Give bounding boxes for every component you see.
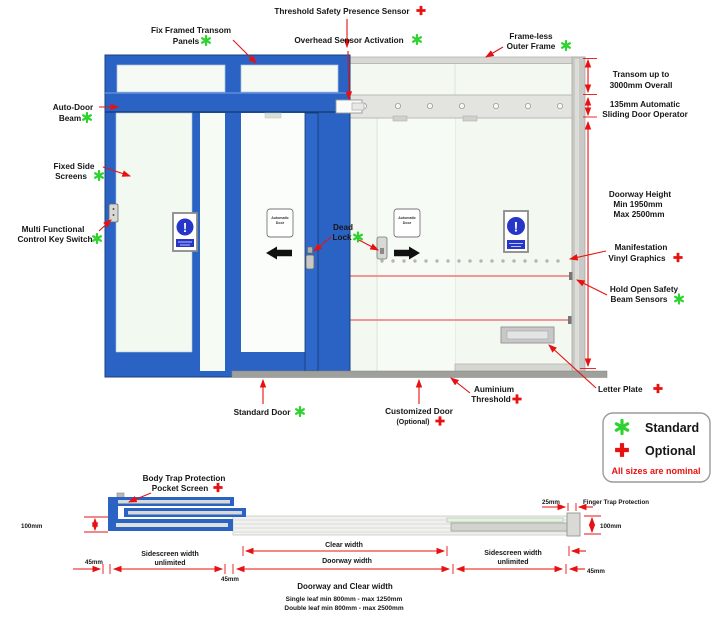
- plan-view: 100mm 100mm 25mm Finger Trap Protection …: [21, 474, 649, 612]
- label-customized-door-1: Customized Door: [385, 407, 454, 416]
- label-auto-beam-1: Auto-Door: [53, 103, 94, 112]
- label-hold-open-2: Beam Sensors: [611, 295, 668, 304]
- legend-standard-label: Standard: [645, 421, 699, 435]
- sign-text: Automatic: [398, 216, 416, 220]
- pocket-glass: [200, 113, 225, 371]
- legend-box: Standard Optional All sizes are nominal: [602, 412, 711, 483]
- label-doorway-height-1: Doorway Height: [609, 190, 672, 199]
- plan-dim-doorway-width: 45mm Sidescreen width unlimited 45mm Doo…: [73, 550, 605, 583]
- label-manifestation-2: Vinyl Graphics: [608, 254, 666, 263]
- elevation-labels: Threshold Safety Presence Sensor Overhea…: [17, 4, 689, 428]
- label-fix-framed-1: Fix Framed Transom: [151, 26, 231, 35]
- automatic-door-sign-left: Automatic Door: [266, 208, 294, 238]
- dim-100-left: 100mm: [21, 523, 43, 530]
- label-transom-1: Transom up to: [613, 70, 669, 79]
- label-standard-door: Standard Door: [234, 408, 292, 417]
- label-operator-1: 135mm Automatic: [610, 100, 681, 109]
- exclamation-icon: !: [183, 220, 187, 235]
- doorway-width-label: Doorway width: [322, 558, 372, 565]
- dim-45-left: 45mm: [85, 559, 103, 566]
- label-hold-open-1: Hold Open Safety: [610, 285, 679, 294]
- label-doorway-height-2: Min 1950mm: [613, 200, 662, 209]
- label-threshold-2: Threshold: [471, 395, 511, 404]
- label-letter-plate: Letter Plate: [598, 385, 643, 394]
- label-key-switch-2: Control Key Switch: [17, 235, 92, 244]
- finger-trap-label: Finger Trap Protection: [583, 499, 649, 506]
- exclamation-icon: !: [514, 219, 519, 235]
- sign-text: Automatic: [271, 216, 289, 220]
- slide-direction-arrow-right: [394, 246, 420, 260]
- beam-sensor-upper: [569, 272, 573, 280]
- label-fix-framed-2: Panels: [173, 37, 200, 46]
- outer-frame-top: [349, 56, 586, 64]
- label-overhead-sensor: Overhead Sensor Activation: [294, 36, 403, 45]
- transom-panel-right: [240, 64, 339, 93]
- plan-pocket-screen: [108, 492, 246, 531]
- door-operator-band: [349, 94, 573, 122]
- legend-optional-label: Optional: [645, 444, 696, 458]
- label-frameless-1: Frame-less: [509, 32, 553, 41]
- legend-plus-icon: [615, 443, 629, 457]
- dim-100-right: 100mm: [600, 523, 622, 530]
- annotation-arrows: [98, 19, 608, 404]
- sidescreen-left-2: unlimited: [154, 560, 185, 567]
- dim-45-center: 45mm: [221, 576, 239, 583]
- double-leaf-note: Double leaf min 800mm - max 2500mm: [284, 605, 403, 612]
- door-hanger-tab: [264, 112, 282, 119]
- letter-plate: [500, 326, 555, 344]
- label-threshold-sensor: Threshold Safety Presence Sensor: [274, 7, 410, 16]
- customized-door-leaf: [378, 118, 455, 371]
- sidescreen-left-1: Sidescreen width: [141, 551, 199, 558]
- legend-note: All sizes are nominal: [611, 466, 700, 476]
- label-manifestation-1: Manifestation: [615, 243, 668, 252]
- standard-door-stile: [304, 112, 319, 372]
- automatic-door-sign-right: Automatic Door: [393, 208, 421, 238]
- dim-45-right: 45mm: [587, 568, 605, 575]
- plan-dim-clear-width: Clear width: [242, 542, 586, 556]
- frameless-unit: [237, 56, 586, 373]
- single-leaf-note: Single leaf min 800mm - max 1250mm: [286, 596, 403, 603]
- safety-sign-right: !: [503, 210, 529, 253]
- plan-right-glass: [446, 517, 564, 523]
- safety-sign-left: !: [172, 212, 198, 252]
- sign-text: Door: [403, 221, 412, 225]
- key-switch: [108, 203, 119, 223]
- body-trap-label-2: Pocket Screen: [152, 484, 208, 493]
- plan-right-leaf: [450, 522, 572, 532]
- sidescreen-right-2: unlimited: [497, 559, 528, 566]
- dead-lock-left: [305, 246, 315, 270]
- plan-dim-100-right: 100mm: [584, 515, 622, 535]
- aluminium-threshold-bar: [231, 370, 608, 378]
- sidescreen-right-1: Sidescreen width: [484, 550, 542, 557]
- label-auto-beam-2: Beam: [59, 114, 81, 123]
- label-fixed-screens-1: Fixed Side: [54, 162, 95, 171]
- beam-sensor-lower: [568, 316, 572, 324]
- body-trap-label-1: Body Trap Protection: [143, 474, 226, 483]
- plan-dim-25: 25mm Finger Trap Protection: [542, 499, 649, 511]
- label-transom-2: 3000mm Overall: [610, 81, 673, 90]
- label-key-switch-1: Multi Functional: [22, 225, 85, 234]
- plan-title: Doorway and Clear width: [297, 582, 393, 591]
- label-fixed-screens-2: Screens: [55, 172, 87, 181]
- label-threshold-1: Auminium: [474, 385, 514, 394]
- framed-unit: [104, 54, 351, 378]
- clear-width-label: Clear width: [325, 542, 363, 549]
- dead-lock-right: [376, 236, 388, 260]
- slide-direction-arrow-left: [266, 246, 292, 260]
- transom-panel-left: [116, 64, 226, 93]
- label-dead-lock-1: Dead: [333, 223, 353, 232]
- overhead-sensor-unit: [335, 99, 365, 114]
- dim-25: 25mm: [542, 499, 560, 506]
- height-dimension-lines: [580, 58, 597, 369]
- label-customized-door-2: (Optional): [396, 419, 429, 426]
- label-frameless-2: Outer Frame: [507, 42, 556, 51]
- label-operator-2: Sliding Door Operator: [602, 110, 688, 119]
- plan-dim-100-left: 100mm: [21, 516, 108, 533]
- plan-right-end-cap: [566, 512, 581, 537]
- sign-text: Door: [276, 221, 285, 225]
- label-doorway-height-3: Max 2500mm: [614, 210, 665, 219]
- label-dead-lock-2: Lock: [332, 233, 352, 242]
